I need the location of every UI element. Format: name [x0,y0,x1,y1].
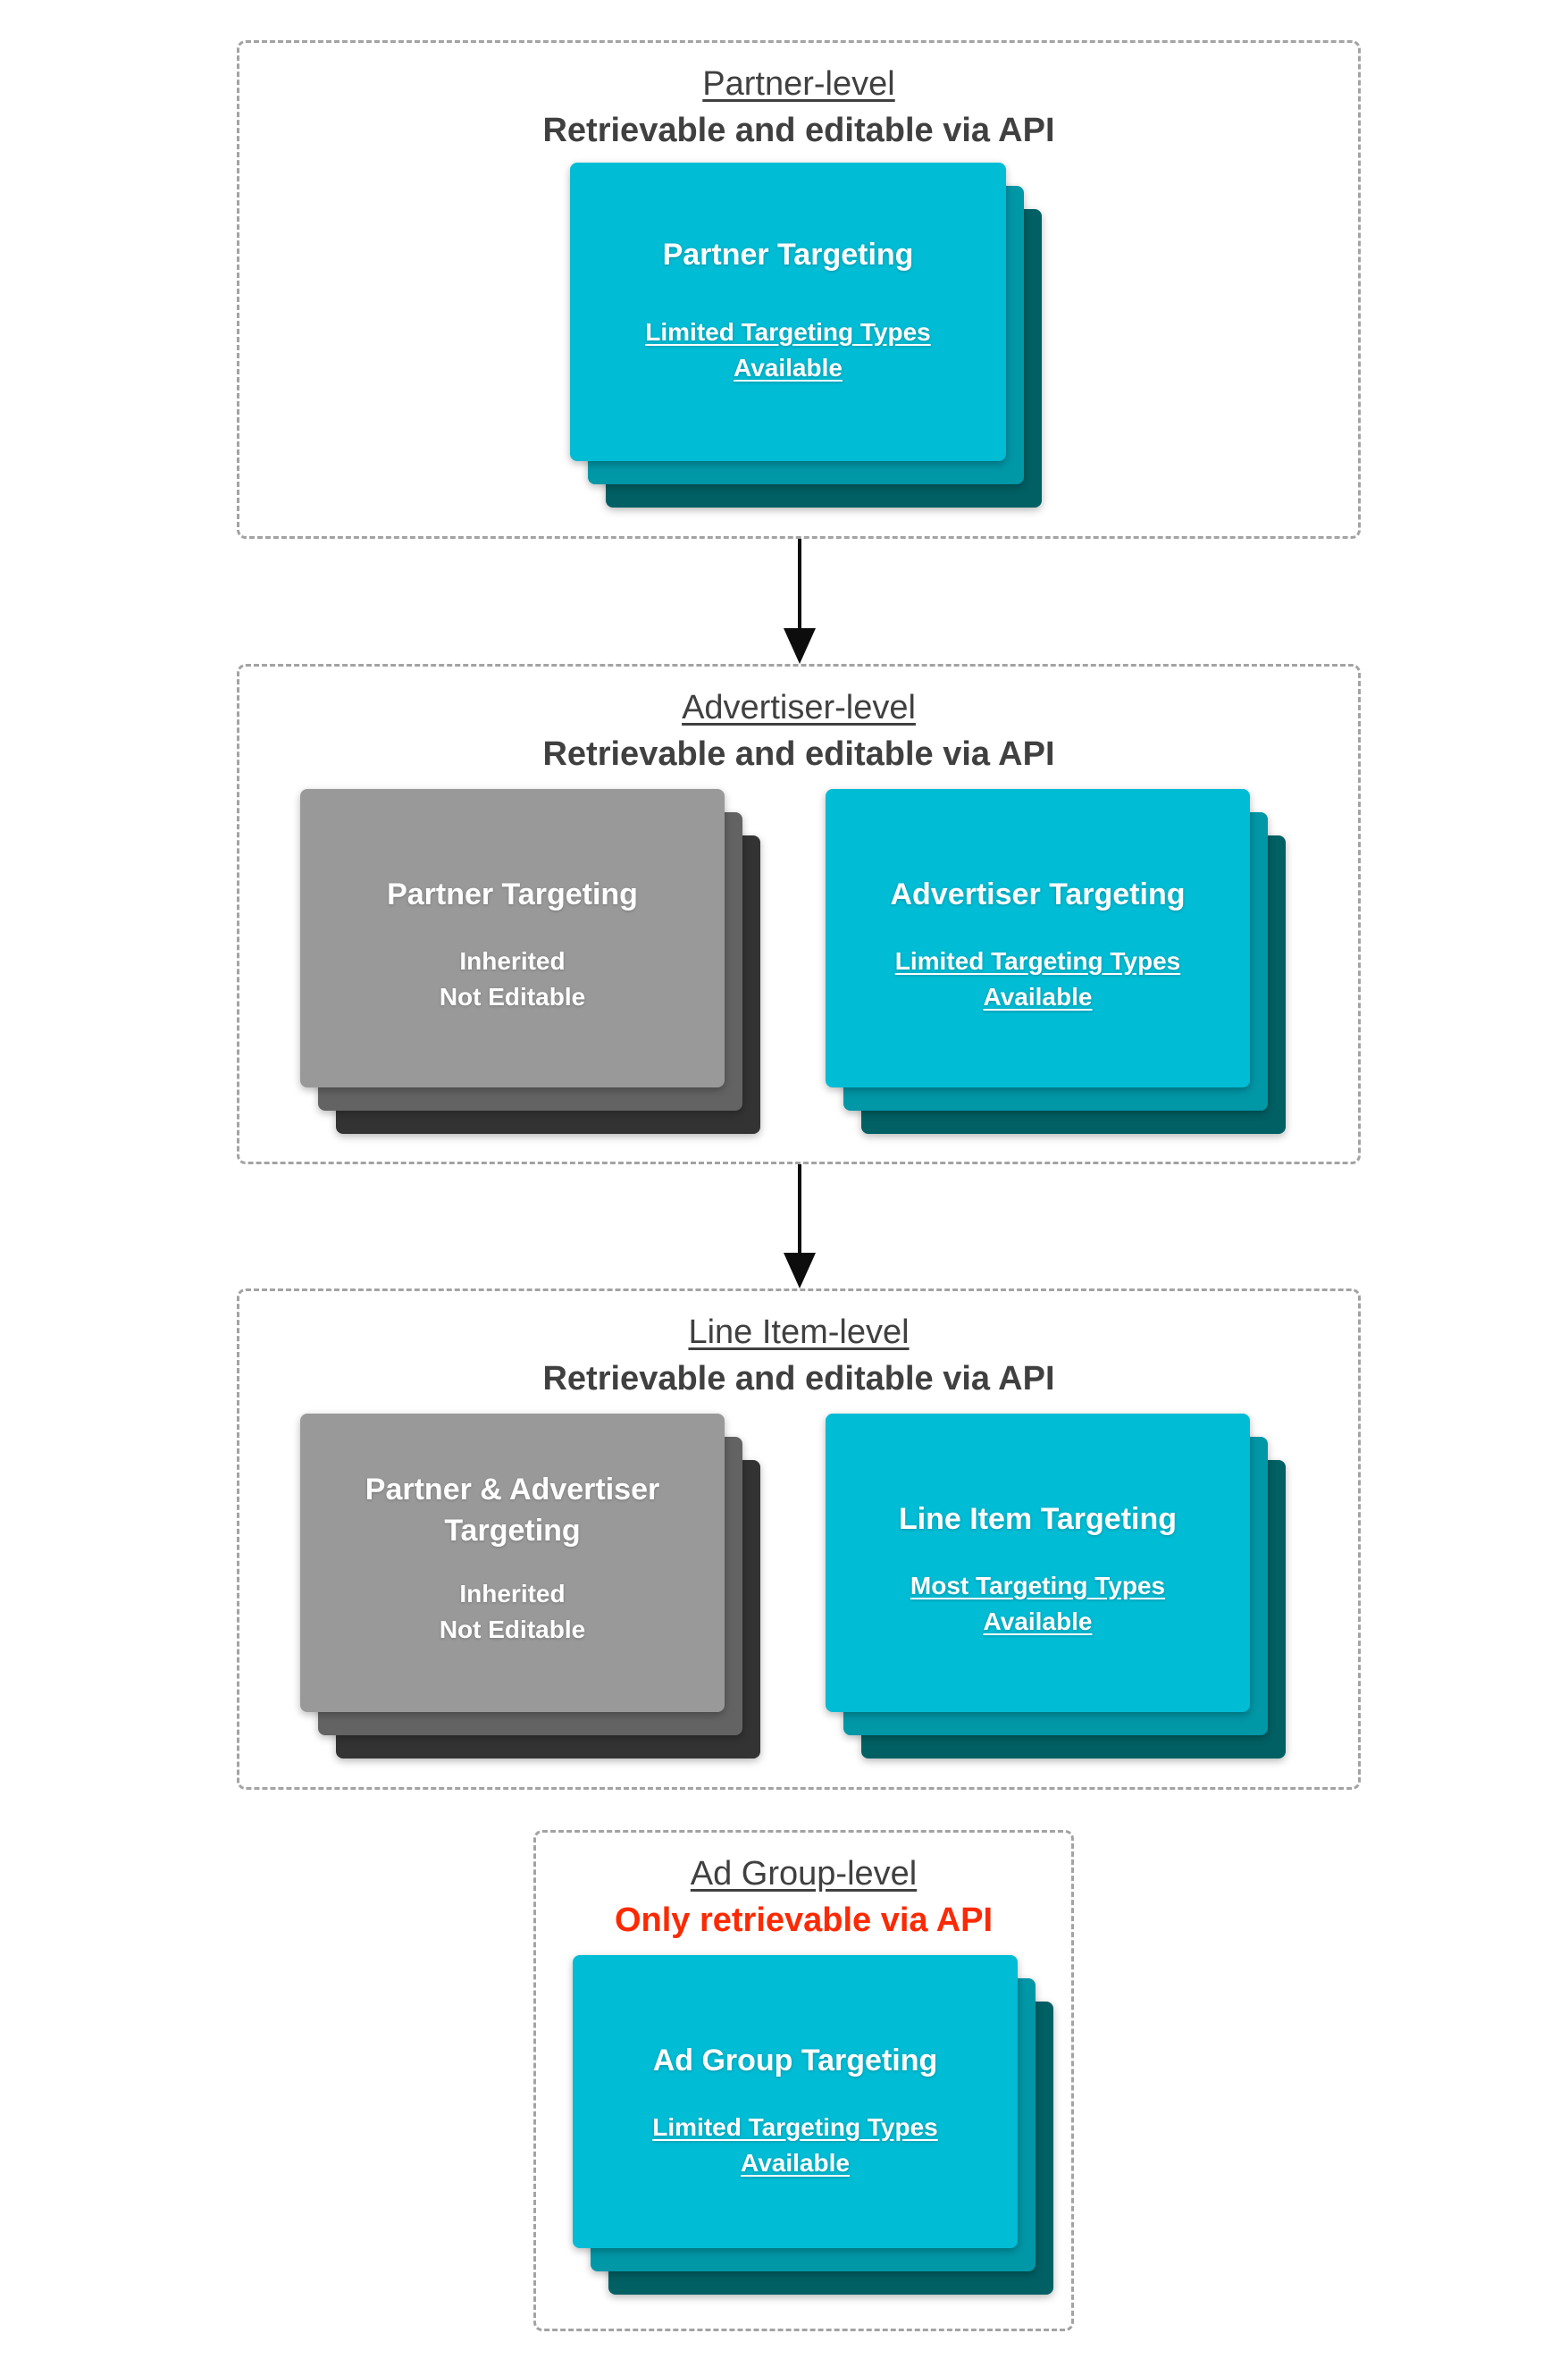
card-content: Partner Targeting Limited Targeting Type… [570,163,1006,461]
card-heading: Partner & Advertiser Targeting [365,1473,660,1548]
card-heading: Advertiser Targeting [890,877,1186,911]
card-line: Inherited [459,1580,566,1607]
section-title: Ad Group-level [690,1855,918,1893]
stack-layer-front [570,163,1006,461]
card-subtitle: Limited Targeting Types Available [894,947,1181,1011]
section-subtitle: Retrievable and editable via API [542,112,1055,149]
section-title: Partner-level [702,65,895,103]
inherited-partner-advertiser-targeting-card-stack: Partner & Advertiser Targeting Inherited… [300,1414,760,1758]
arrow-advertiser-to-lineitem [782,1164,818,1288]
section-advertiser-level: Advertiser-level Retrievable and editabl… [237,664,1361,1164]
card-subtitle: Limited Targeting Types Available [645,318,931,382]
card-subtitle: Limited Targeting Types Available [652,2113,938,2177]
card-content: Ad Group Targeting Limited Targeting Typ… [573,1955,1018,2248]
section-partner-level: Partner-level Retrievable and editable v… [237,40,1361,539]
stack-layer-front [300,789,725,1087]
stack-layer-front [573,1955,1018,2248]
card-lines: Inherited Not Editable [300,1576,725,1648]
card-line: Not Editable [439,983,586,1011]
arrow-partner-to-advertiser [782,539,818,664]
stack-layer-front [826,789,1250,1087]
stack-layer-front [826,1414,1250,1712]
card-line: Not Editable [439,1616,586,1643]
stack-layer-front [300,1414,725,1712]
card-line: Inherited [459,947,566,975]
arrow-head [784,628,816,664]
partner-targeting-card-stack: Partner Targeting Limited Targeting Type… [570,163,1042,508]
card-heading: Partner Targeting [387,877,638,911]
inherited-partner-targeting-card-stack: Partner Targeting Inherited Not Editable [300,789,760,1134]
arrow-head [784,1253,816,1288]
card-subtitle: Most Targeting Types Available [910,1572,1166,1635]
section-ad-group-level: Ad Group-level Only retrievable via API … [533,1830,1074,2331]
card-lines: Inherited Not Editable [300,944,725,1015]
section-title: Advertiser-level [682,689,916,726]
section-subtitle: Only retrievable via API [614,1901,994,1939]
section-title: Line Item-level [688,1314,910,1351]
card-content: Advertiser Targeting Limited Targeting T… [826,789,1250,1087]
card-content: Partner Targeting Inherited Not Editable [300,789,725,1087]
advertiser-targeting-card-stack: Advertiser Targeting Limited Targeting T… [826,789,1286,1134]
card-heading: Ad Group Targeting [652,2044,938,2077]
card-heading: Partner Targeting [662,238,914,272]
arrow-shaft [798,539,801,630]
arrow-shaft [798,1164,801,1255]
card-heading: Line Item Targeting [898,1502,1178,1536]
ad-group-targeting-card-stack: Ad Group Targeting Limited Targeting Typ… [573,1955,1053,2295]
section-subtitle: Retrievable and editable via API [542,1360,1055,1398]
card-content: Partner & Advertiser Targeting Inherited… [300,1414,725,1712]
section-line-item-level: Line Item-level Retrievable and editable… [237,1288,1361,1790]
card-content: Line Item Targeting Most Targeting Types… [826,1414,1250,1712]
section-subtitle: Retrievable and editable via API [542,735,1055,773]
line-item-targeting-card-stack: Line Item Targeting Most Targeting Types… [826,1414,1286,1758]
